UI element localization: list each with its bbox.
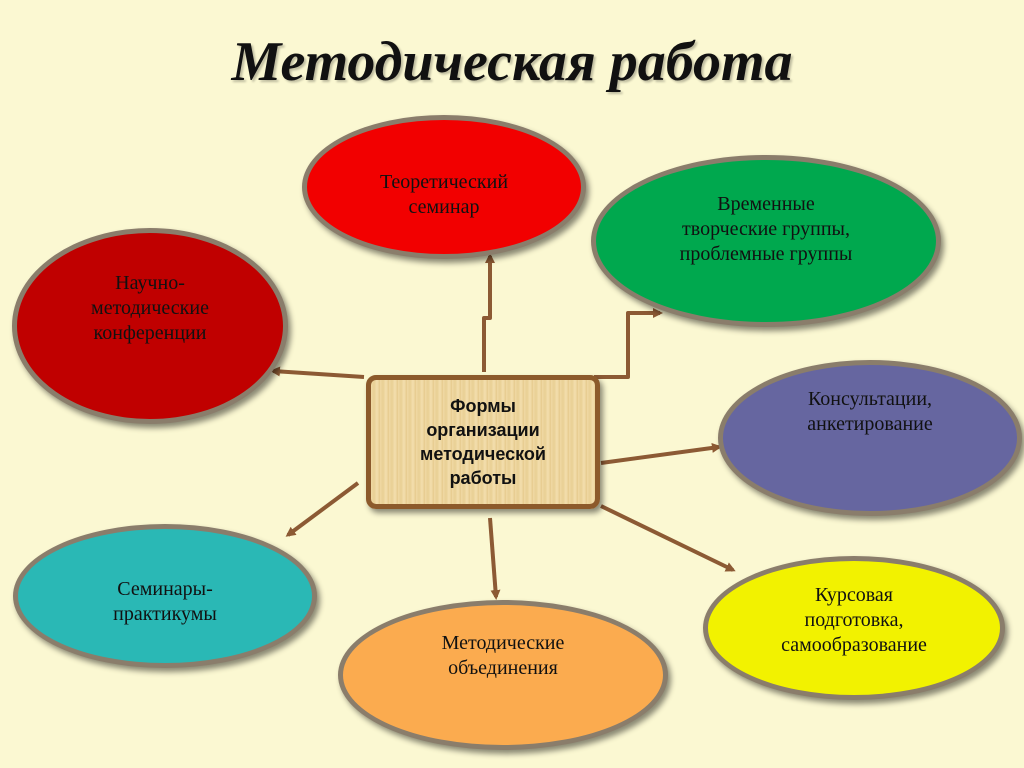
node-creative-groups-line3: проблемные группы — [679, 243, 853, 265]
node-creative-groups: Временные творческие группы, проблемные … — [591, 155, 941, 327]
arrow-to-courses — [600, 504, 736, 572]
node-theoretical-seminar: Теоретический семинар — [302, 115, 586, 259]
node-creative-groups-line2: творческие группы, — [682, 218, 850, 240]
node-courses-line3: самообразование — [781, 634, 927, 656]
arrow-to-creative-groups — [594, 308, 663, 379]
node-associations: Методические объединения — [338, 600, 668, 750]
node-courses: Курсовая подготовка, самообразование — [703, 556, 1005, 700]
node-workshops: Семинары- практикумы — [13, 524, 317, 668]
node-creative-groups-line1: Временные — [717, 193, 815, 215]
node-conferences-line1: Научно- — [115, 272, 185, 294]
arrow-to-theoretical-seminar — [482, 253, 495, 372]
node-courses-line1: Курсовая — [815, 584, 893, 606]
center-node: Формы организации методической работы — [366, 375, 600, 509]
page-title: Методическая работа — [231, 31, 793, 93]
node-conferences-line2: методические — [91, 297, 209, 319]
arrow-to-conferences — [270, 366, 365, 379]
node-consultations-line1: Консультации, — [807, 388, 933, 410]
node-workshops-line2: практикумы — [113, 603, 217, 625]
node-consultations: Консультации, анкетирование — [718, 360, 1022, 516]
arrow-to-consultations — [600, 442, 722, 465]
node-conferences-line3: конференции — [93, 322, 207, 344]
node-courses-line2: подготовка, — [804, 609, 904, 631]
node-associations-line1: Методические — [441, 632, 565, 654]
arrow-to-associations — [488, 517, 501, 600]
node-conferences: Научно- методические конференции — [12, 228, 288, 424]
center-node-label: Формы организации методической работы — [420, 396, 546, 488]
node-associations-line2: объединения — [448, 657, 558, 679]
node-consultations-line2: анкетирование — [807, 413, 933, 435]
node-theoretical-seminar-line2: семинар — [408, 196, 480, 218]
node-workshops-line1: Семинары- — [117, 578, 213, 600]
node-theoretical-seminar-line1: Теоретический — [379, 171, 509, 193]
arrow-to-workshops — [285, 481, 360, 537]
